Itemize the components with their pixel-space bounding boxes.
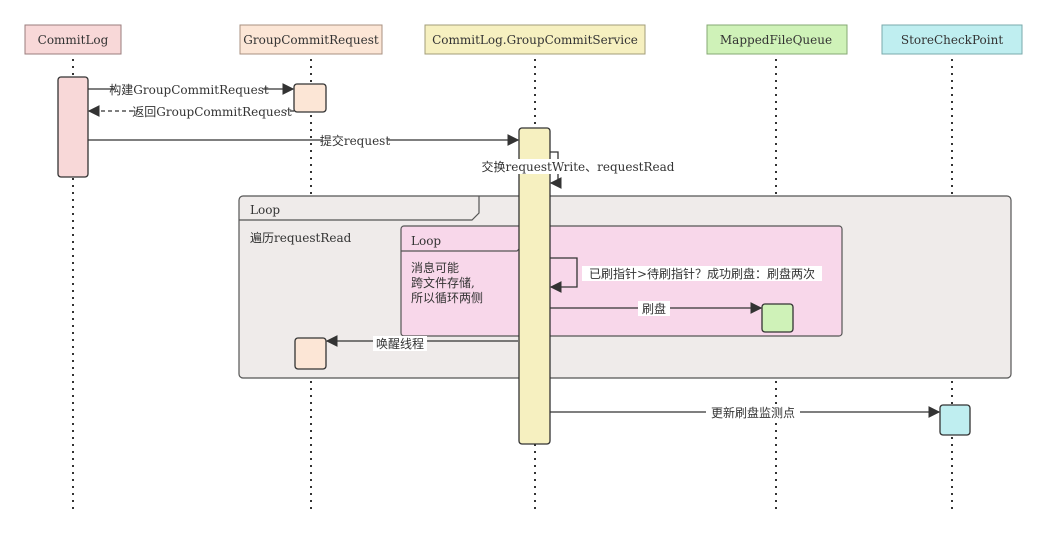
message-update-checkpoint: 更新刷盘监测点 bbox=[550, 405, 941, 420]
message-check-self: 已刷指针>待刷指针？成功刷盘：刷盘两次 bbox=[549, 257, 822, 293]
participant-groupcommitrequest[interactable]: GroupCommitRequest bbox=[239, 24, 383, 55]
participant-commitlog[interactable]: CommitLog bbox=[24, 24, 122, 55]
inner-loop-note-line-2: 跨文件存储, bbox=[411, 275, 475, 290]
inner-loop-note-line-1: 消息可能 bbox=[411, 260, 459, 275]
message-build-label: 构建GroupCommitRequest bbox=[109, 82, 269, 97]
message-update-label: 更新刷盘监测点 bbox=[711, 405, 795, 420]
activation-groupcommitrequest-2 bbox=[294, 337, 327, 370]
participant-groupcommitrequest-label: GroupCommitRequest bbox=[243, 33, 379, 47]
message-swap-label: 交换requestWrite、requestRead bbox=[482, 159, 675, 174]
inner-loop-title: Loop bbox=[411, 234, 441, 248]
message-flush: 刷盘 bbox=[550, 301, 763, 316]
message-check-label: 已刷指针>待刷指针？成功刷盘：刷盘两次 bbox=[589, 266, 815, 281]
message-submit-request: 提交request bbox=[88, 133, 520, 148]
participant-commitlog-label: CommitLog bbox=[38, 33, 109, 47]
outer-loop-condition: 遍历requestRead bbox=[250, 231, 352, 245]
participant-groupcommitservice[interactable]: CommitLog.GroupCommitService bbox=[424, 24, 646, 55]
message-build-request: 构建GroupCommitRequest bbox=[88, 82, 295, 97]
message-wakeup-label: 唤醒线程 bbox=[376, 336, 424, 351]
activation-storecheckpoint bbox=[939, 404, 971, 436]
message-submit-label: 提交request bbox=[320, 133, 391, 148]
outer-loop-title: Loop bbox=[250, 203, 280, 217]
inner-loop-note-line-3: 所以循环两侧 bbox=[411, 291, 483, 305]
message-return-label: 返回GroupCommitRequest bbox=[132, 105, 292, 119]
participant-mappedfilequeue-label: MappedFileQueue bbox=[720, 33, 832, 47]
message-flush-label: 刷盘 bbox=[642, 301, 666, 316]
message-wakeup: 唤醒线程 bbox=[325, 335, 518, 351]
message-swap-self: 交换requestWrite、requestRead bbox=[482, 151, 675, 189]
activation-commitlog bbox=[57, 76, 89, 178]
participant-groupcommitservice-label: CommitLog.GroupCommitService bbox=[432, 33, 638, 47]
participant-storecheckpoint[interactable]: StoreCheckPoint bbox=[881, 24, 1023, 55]
message-return-request: 返回GroupCommitRequest bbox=[87, 104, 294, 119]
activation-mappedfilequeue bbox=[761, 303, 794, 333]
participant-mappedfilequeue[interactable]: MappedFileQueue bbox=[706, 24, 848, 55]
participant-storecheckpoint-label: StoreCheckPoint bbox=[901, 33, 1003, 47]
activation-groupcommitrequest-1 bbox=[293, 83, 327, 113]
activation-groupcommitservice bbox=[518, 127, 551, 445]
